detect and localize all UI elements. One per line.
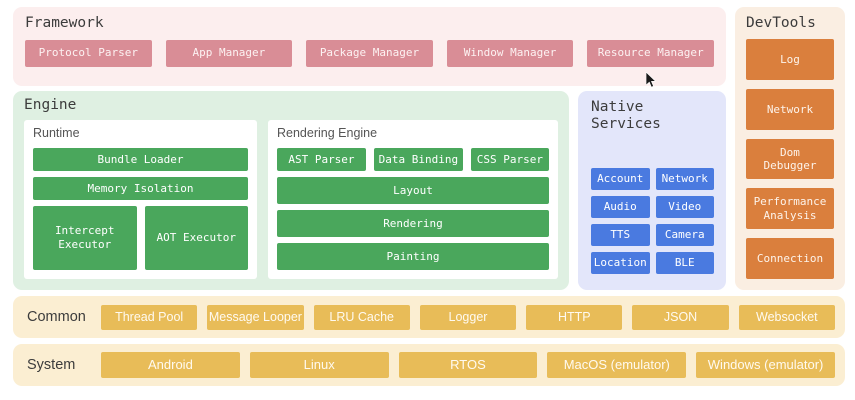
common-item-thread-pool[interactable]: Thread Pool [101,304,198,330]
system-item-macos-emulator[interactable]: MacOS (emulator) [547,352,687,378]
native-services-panel: Native Services Account Network Audio Vi… [578,91,726,290]
native-item-account[interactable]: Account [591,168,650,190]
runtime-title: Runtime [33,126,80,141]
common-item-http[interactable]: HTTP [526,304,623,330]
native-item-network[interactable]: Network [655,168,714,190]
framework-title: Framework [25,15,104,31]
rendering-item-rendering[interactable]: Rendering [277,209,549,237]
system-item-windows-emulator[interactable]: Windows (emulator) [696,352,835,378]
common-item-lru-cache[interactable]: LRU Cache [313,304,410,330]
common-item-logger[interactable]: Logger [419,304,517,330]
framework-item-protocol-parser[interactable]: Protocol Parser [25,40,152,68]
devtools-item-connection[interactable]: Connection [746,238,834,280]
top-area: Framework Protocol Parser App Manager Pa… [13,7,845,290]
framework-item-app-manager[interactable]: App Manager [165,40,293,68]
framework-item-package-manager[interactable]: Package Manager [306,40,433,68]
native-item-tts[interactable]: TTS [591,224,650,246]
devtools-panel: DevTools Log Network Dom Debugger Perfor… [735,7,845,290]
common-label: Common [27,309,86,325]
common-bar: Common Thread Pool Message Looper LRU Ca… [13,296,845,338]
devtools-item-performance-analysis[interactable]: Performance Analysis [746,188,834,230]
devtools-item-dom-debugger[interactable]: Dom Debugger [746,138,834,180]
rendering-item-painting[interactable]: Painting [277,242,549,270]
runtime-item-intercept-executor[interactable]: Intercept Executor [33,205,137,270]
system-label: System [27,357,76,373]
native-item-audio[interactable]: Audio [591,196,650,218]
native-services-title: Native Services [591,99,661,133]
engine-title: Engine [24,97,77,113]
system-item-linux[interactable]: Linux [249,352,389,378]
rendering-item-layout[interactable]: Layout [277,176,549,204]
rendering-parser-row: AST Parser Data Binding CSS Parser [277,147,549,171]
framework-item-resource-manager[interactable]: Resource Manager [587,40,714,68]
native-item-video[interactable]: Video [655,196,714,218]
framework-panel: Framework Protocol Parser App Manager Pa… [13,7,726,86]
rendering-engine-tiles: AST Parser Data Binding CSS Parser Layou… [277,147,549,270]
runtime-subpanel: Runtime Bundle Loader Memory Isolation I… [24,120,257,279]
runtime-executor-row: Intercept Executor AOT Executor [33,205,248,270]
system-item-rtos[interactable]: RTOS [398,352,538,378]
rendering-engine-subpanel: Rendering Engine AST Parser Data Binding… [268,120,558,279]
devtools-item-log[interactable]: Log [746,39,834,80]
framework-items-row: Protocol Parser App Manager Package Mana… [25,40,714,68]
rendering-engine-title: Rendering Engine [277,126,378,141]
system-bar: System Android Linux RTOS MacOS (emulato… [13,344,845,386]
runtime-item-bundle-loader[interactable]: Bundle Loader [33,147,248,171]
framework-item-window-manager[interactable]: Window Manager [446,40,574,68]
system-item-android[interactable]: Android [101,352,240,378]
engine-native-row: Engine Runtime Bundle Loader Memory Isol… [13,91,726,290]
devtools-title: DevTools [746,15,816,31]
native-item-ble[interactable]: BLE [655,252,714,274]
engine-columns: Runtime Bundle Loader Memory Isolation I… [24,120,558,279]
runtime-item-aot-executor[interactable]: AOT Executor [144,205,248,270]
runtime-item-memory-isolation[interactable]: Memory Isolation [33,176,248,200]
native-item-location[interactable]: Location [591,252,650,274]
devtools-item-network[interactable]: Network [746,88,834,130]
rendering-item-data-binding[interactable]: Data Binding [373,147,463,171]
rendering-item-ast-parser[interactable]: AST Parser [277,147,366,171]
framework-engine-column: Framework Protocol Parser App Manager Pa… [13,7,726,290]
common-item-json[interactable]: JSON [632,304,729,330]
rendering-item-css-parser[interactable]: CSS Parser [470,147,549,171]
native-item-camera[interactable]: Camera [655,224,714,246]
common-item-message-looper[interactable]: Message Looper [207,304,304,330]
common-item-websocket[interactable]: Websocket [738,304,835,330]
native-services-grid: Account Network Audio Video TTS Camera L… [591,168,714,274]
devtools-list: Log Network Dom Debugger Performance Ana… [746,39,834,280]
engine-panel: Engine Runtime Bundle Loader Memory Isol… [13,91,569,290]
runtime-tiles: Bundle Loader Memory Isolation Intercept… [33,147,248,270]
